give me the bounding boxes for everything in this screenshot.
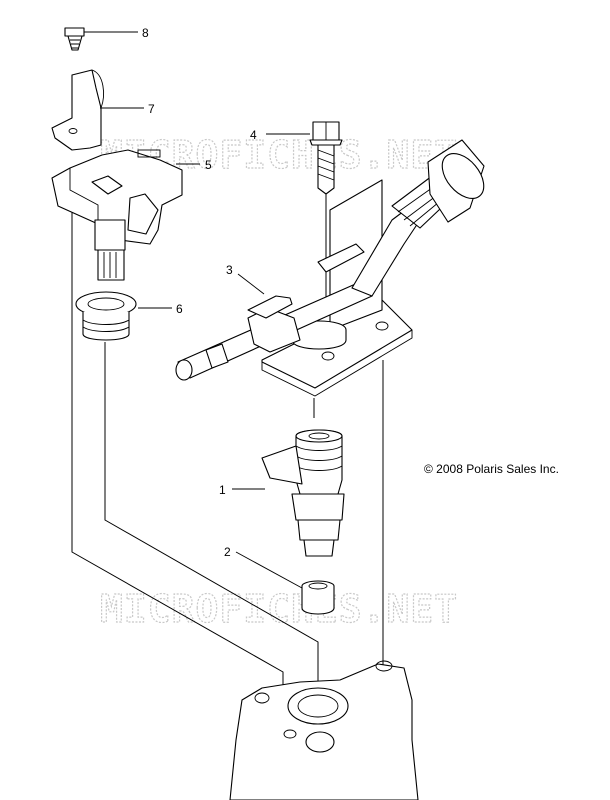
part-5-sensor[interactable] [51, 149, 183, 281]
assembly-guide-lines [71, 190, 384, 690]
callout-leaders [84, 31, 310, 589]
watermark-bottom: MICROFICHES.NET [100, 587, 458, 631]
copyright-notice: © 2008 Polaris Sales Inc. [424, 462, 559, 476]
part-3-fuel-rail[interactable] [175, 139, 492, 397]
callout-2[interactable]: 2 [224, 545, 231, 559]
callout-7[interactable]: 7 [148, 102, 155, 116]
callout-3[interactable]: 3 [226, 263, 233, 277]
part-6-plug[interactable] [75, 291, 137, 341]
part-1-fuel-injector[interactable] [261, 429, 345, 557]
part-2-spacer[interactable] [301, 580, 335, 615]
part-4-bolt[interactable] [309, 121, 343, 195]
callout-4[interactable]: 4 [250, 128, 257, 142]
intake-manifold-boss [229, 660, 419, 800]
part-8-screw[interactable] [64, 27, 85, 51]
callout-5[interactable]: 5 [205, 158, 212, 172]
callout-6[interactable]: 6 [176, 302, 183, 316]
callout-8[interactable]: 8 [142, 26, 149, 40]
part-7-bracket[interactable] [51, 69, 104, 151]
callout-labels: 8 7 5 6 4 3 1 2 [142, 26, 257, 559]
callout-1[interactable]: 1 [219, 483, 226, 497]
